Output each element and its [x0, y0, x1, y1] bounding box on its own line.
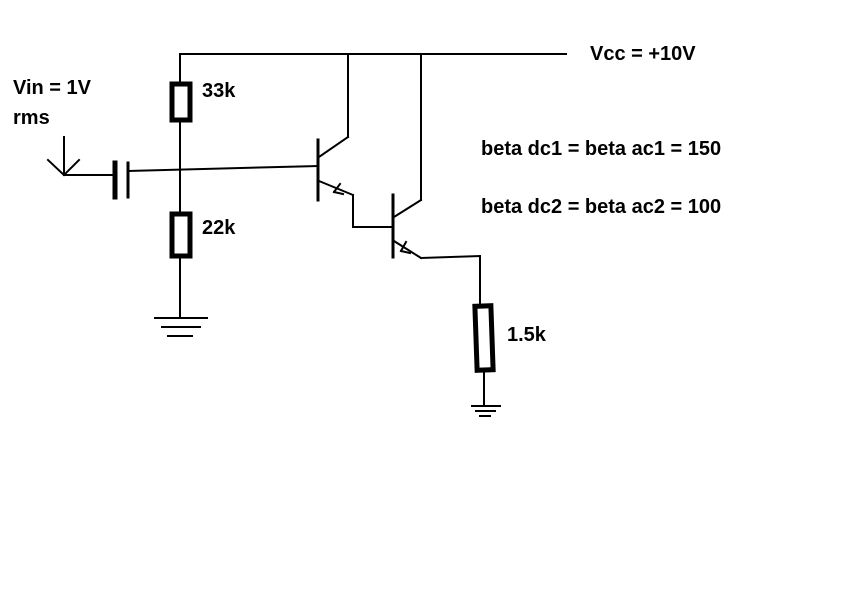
q2-emitter-arrow-b: [399, 249, 412, 255]
vin-label-line2: rms: [13, 107, 50, 129]
r3-label: 1.5k: [507, 324, 546, 346]
input-arrow-right: [62, 158, 81, 177]
q2-emitter-wire: [419, 254, 482, 260]
q1-emitter-arrow-a: [332, 182, 342, 194]
q1-collector-leg: [317, 135, 350, 159]
input-arrow-left: [46, 158, 66, 177]
q2-emitter-leg: [392, 239, 423, 260]
beta2-label: beta dc2 = beta ac2 = 100: [481, 196, 722, 218]
q1-emitter-arrow-b: [332, 190, 345, 196]
resistor-33k: [169, 81, 193, 123]
r1-label: 33k: [202, 80, 236, 102]
resistor-22k: [169, 211, 193, 259]
vcc-label: Vcc = +10V: [590, 43, 696, 65]
resistor-1-5k: [472, 303, 496, 373]
beta1-label: beta dc1 = beta ac1 = 150: [481, 138, 722, 160]
q2-emitter-arrow-a: [399, 240, 408, 253]
r2-label: 22k: [202, 217, 236, 239]
q2-collector-leg: [392, 198, 423, 219]
cap-to-base-wire: [126, 164, 320, 173]
vin-label-line1: Vin = 1V: [13, 77, 92, 99]
